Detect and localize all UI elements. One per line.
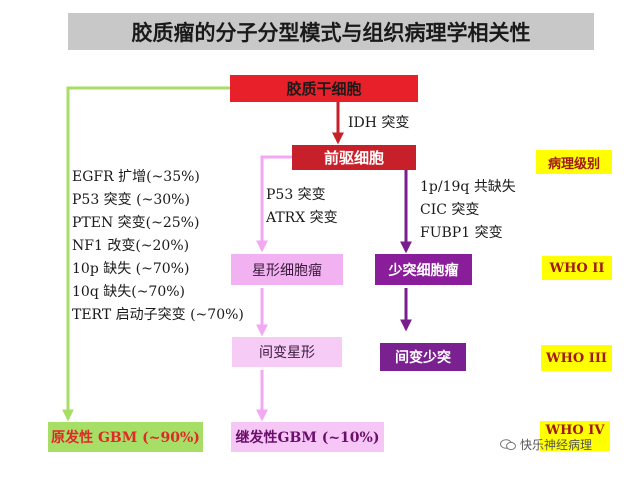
node-secondary-gbm: 继发性GBM (~10%) bbox=[231, 422, 384, 452]
arrow-progenitor-to-astrocytoma bbox=[256, 155, 292, 253]
alteration-item: EGFR 扩增(~35%) bbox=[72, 169, 200, 185]
alteration-item: TERT 启动子突变 (~70%) bbox=[72, 307, 244, 323]
node-progenitor-cell: 前驱细胞 bbox=[292, 145, 416, 170]
page-title: 胶质瘤的分子分型模式与组织病理学相关性 bbox=[68, 13, 594, 50]
arrow-stem-to-primary-gbm bbox=[62, 86, 230, 422]
alteration-item: FUBP1 突变 bbox=[420, 225, 503, 241]
alteration-item: 10p 缺失 (~70%) bbox=[72, 261, 190, 277]
node-glial-stem-cell: 胶质干细胞 bbox=[230, 75, 418, 102]
alteration-item: P53 突变 (~30%) bbox=[72, 192, 190, 208]
node-oligodendroglioma: 少突细胞瘤 bbox=[375, 254, 472, 285]
watermark-text: 快乐神经病理 bbox=[520, 438, 593, 452]
node-anaplastic-astrocytoma: 间变星形 bbox=[232, 337, 342, 367]
alteration-item: PTEN 突变(~25%) bbox=[72, 215, 200, 231]
grade-heading: 病理级别 bbox=[536, 150, 612, 174]
label-idh-mutation: IDH 突变 bbox=[348, 115, 410, 131]
watermark: 快乐神经病理 bbox=[500, 436, 592, 453]
grade-who-iii: WHO III bbox=[541, 345, 612, 371]
node-anaplastic-oligodendroglioma: 间变少突 bbox=[380, 343, 466, 371]
grade-who-iv: WHO IV bbox=[540, 421, 610, 451]
node-astrocytoma: 星形细胞瘤 bbox=[231, 254, 343, 285]
alteration-item: NF1 改变(~20%) bbox=[72, 238, 190, 254]
alteration-item: CIC 突变 bbox=[420, 202, 480, 218]
list-oligo-alterations: 1p/19q 共缺失 CIC 突变 FUBP1 突变 bbox=[420, 176, 516, 245]
alteration-item: ATRX 突变 bbox=[266, 210, 338, 226]
alteration-item: 10q 缺失(~70%) bbox=[72, 284, 185, 300]
alteration-item: P53 突变 bbox=[266, 187, 326, 203]
alteration-item: 1p/19q 共缺失 bbox=[420, 179, 516, 195]
list-primary-alterations: EGFR 扩增(~35%) P53 突变 (~30%) PTEN 突变(~25%… bbox=[72, 166, 244, 327]
chat-bubble-icon bbox=[500, 438, 516, 450]
grade-who-ii: WHO II bbox=[542, 256, 612, 280]
list-astro-alterations: P53 突变 ATRX 突变 bbox=[266, 184, 338, 230]
node-primary-gbm: 原发性 GBM (~90%) bbox=[48, 422, 203, 452]
